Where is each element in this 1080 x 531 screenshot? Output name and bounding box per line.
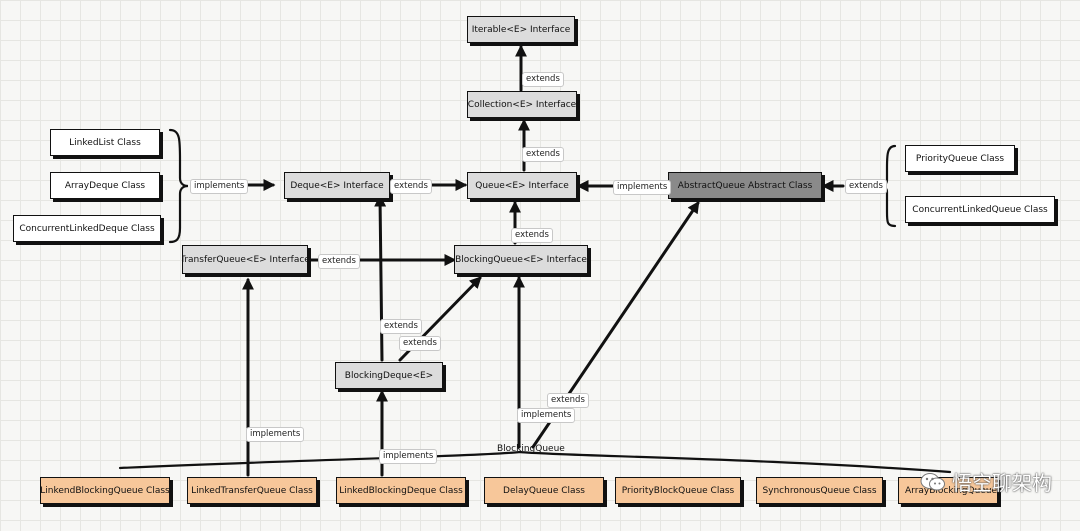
linked-list-class-box: LinkedList Class (50, 129, 160, 156)
label-blocking-queue-group: BlockingQueue (497, 444, 565, 454)
abstract-queue-box: AbstractQueue Abstract Class (668, 172, 822, 199)
bottom-brace (118, 450, 952, 474)
watermark-text: 悟空聊架构 (952, 471, 1052, 495)
linkend-blocking-queue-class-box: LinkendBlockingQueue Class (40, 477, 170, 504)
label-implements-linkedtransfer: implements (246, 427, 305, 442)
label-extends-right-brace: extends (845, 179, 887, 194)
label-extends-queue-collection: extends (522, 147, 564, 162)
label-extends-transfer-blockingqueue: extends (318, 254, 360, 269)
linked-transfer-queue-class-box: LinkedTransferQueue Class (187, 477, 317, 504)
label-extends-collection-iterable: extends (522, 72, 564, 87)
queue-interface-box: Queue<E> Interface (467, 172, 577, 199)
linked-blocking-deque-class-box: LinkedBlockingDeque Class (336, 477, 466, 504)
wechat-icon (920, 472, 946, 492)
array-deque-class-box: ArrayDeque Class (50, 172, 160, 199)
concurrent-linked-queue-class-box: ConcurrentLinkedQueue Class (905, 196, 1055, 223)
transfer-queue-interface-box: TransferQueue<E> Interface (182, 245, 308, 274)
watermark: 悟空聊架构 (920, 467, 1052, 496)
iterable-interface-box: Iterable<E> Interface (467, 16, 575, 43)
label-implements-group-blockingqueue: implements (517, 408, 576, 423)
label-extends-blockingdeque-blockingqueue: extends (399, 336, 441, 351)
left-brace (168, 128, 189, 244)
label-extends-group-abstract: extends (547, 393, 589, 408)
label-implements-linkedblockingdeque: implements (379, 449, 438, 464)
label-implements-abstract-queue: implements (613, 180, 672, 195)
collection-interface-box: Collection<E> Interface (467, 91, 577, 118)
deque-interface-box: Deque<E> Interface (284, 172, 390, 199)
delay-queue-class-box: DelayQueue Class (484, 477, 604, 504)
synchronous-queue-class-box: SynchronousQueue Class (756, 477, 883, 504)
label-extends-blockingqueue-queue: extends (511, 228, 553, 243)
label-implements-left-brace: implements (190, 179, 249, 194)
blocking-queue-interface-box: BlockingQueue<E> Interface (454, 245, 588, 274)
priority-block-queue-class-box: PriorityBlockQueue Class (615, 477, 741, 504)
array-blocking-queue-class-box: ArrayBlockingQueue Class (898, 477, 998, 504)
blocking-deque-box: BlockingDeque<E> (335, 362, 443, 389)
arrow-blockingdeque-deque (374, 194, 387, 362)
label-extends-deque-queue: extends (390, 179, 432, 194)
label-extends-blockingdeque-deque: extends (380, 319, 422, 334)
priority-queue-class-box: PriorityQueue Class (905, 145, 1015, 172)
concurrent-linked-deque-class-box: ConcurrentLinkedDeque Class (13, 215, 161, 242)
